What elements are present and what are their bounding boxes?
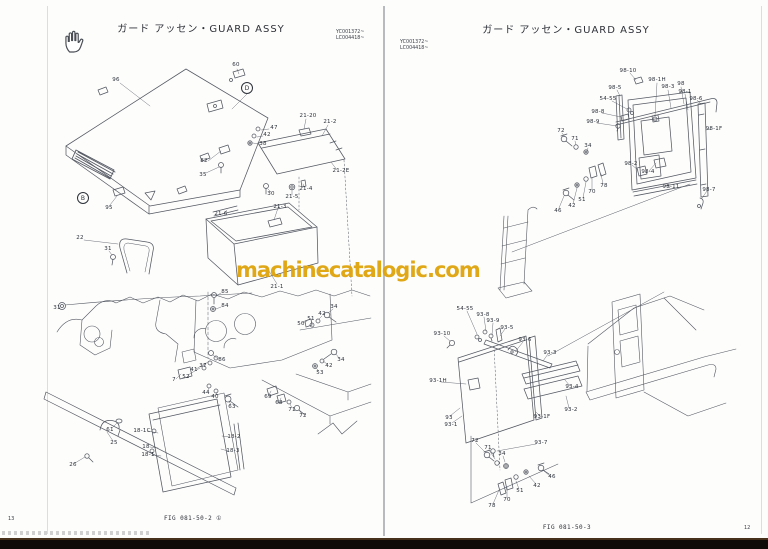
page-divider [383, 6, 385, 536]
left-fig-number: FIG 081-50-2 ① [164, 515, 222, 522]
serial-line: YC001372~ [400, 40, 429, 45]
right-page-edge-line [761, 6, 762, 534]
right-serial-numbers: YC001372~ LC004418~ [400, 40, 428, 52]
left-page-edge-line [47, 6, 48, 534]
serial-line: LC004418~ [400, 46, 429, 51]
left-page-number: 13 [8, 516, 15, 522]
right-fig-number: FIG 081-50-3 [542, 524, 592, 531]
right-page-number: 12 [744, 525, 751, 531]
left-serial-numbers: YC001372~ LC004418~ [336, 30, 364, 42]
bottom-bar [0, 538, 768, 549]
scan-artifact [2, 531, 152, 535]
right-diagram [440, 72, 737, 505]
hand-cursor-icon [63, 28, 85, 59]
left-page-title: ガード アッセン・GUARD ASSY [117, 24, 285, 35]
right-page-title: ガード アッセン・GUARD ASSY [482, 25, 650, 36]
left-diagram [43, 68, 372, 496]
serial-line: LC004418~ [336, 36, 365, 41]
serial-line: YC001372~ [336, 30, 365, 35]
watermark: machinecatalogic.com [236, 258, 481, 282]
